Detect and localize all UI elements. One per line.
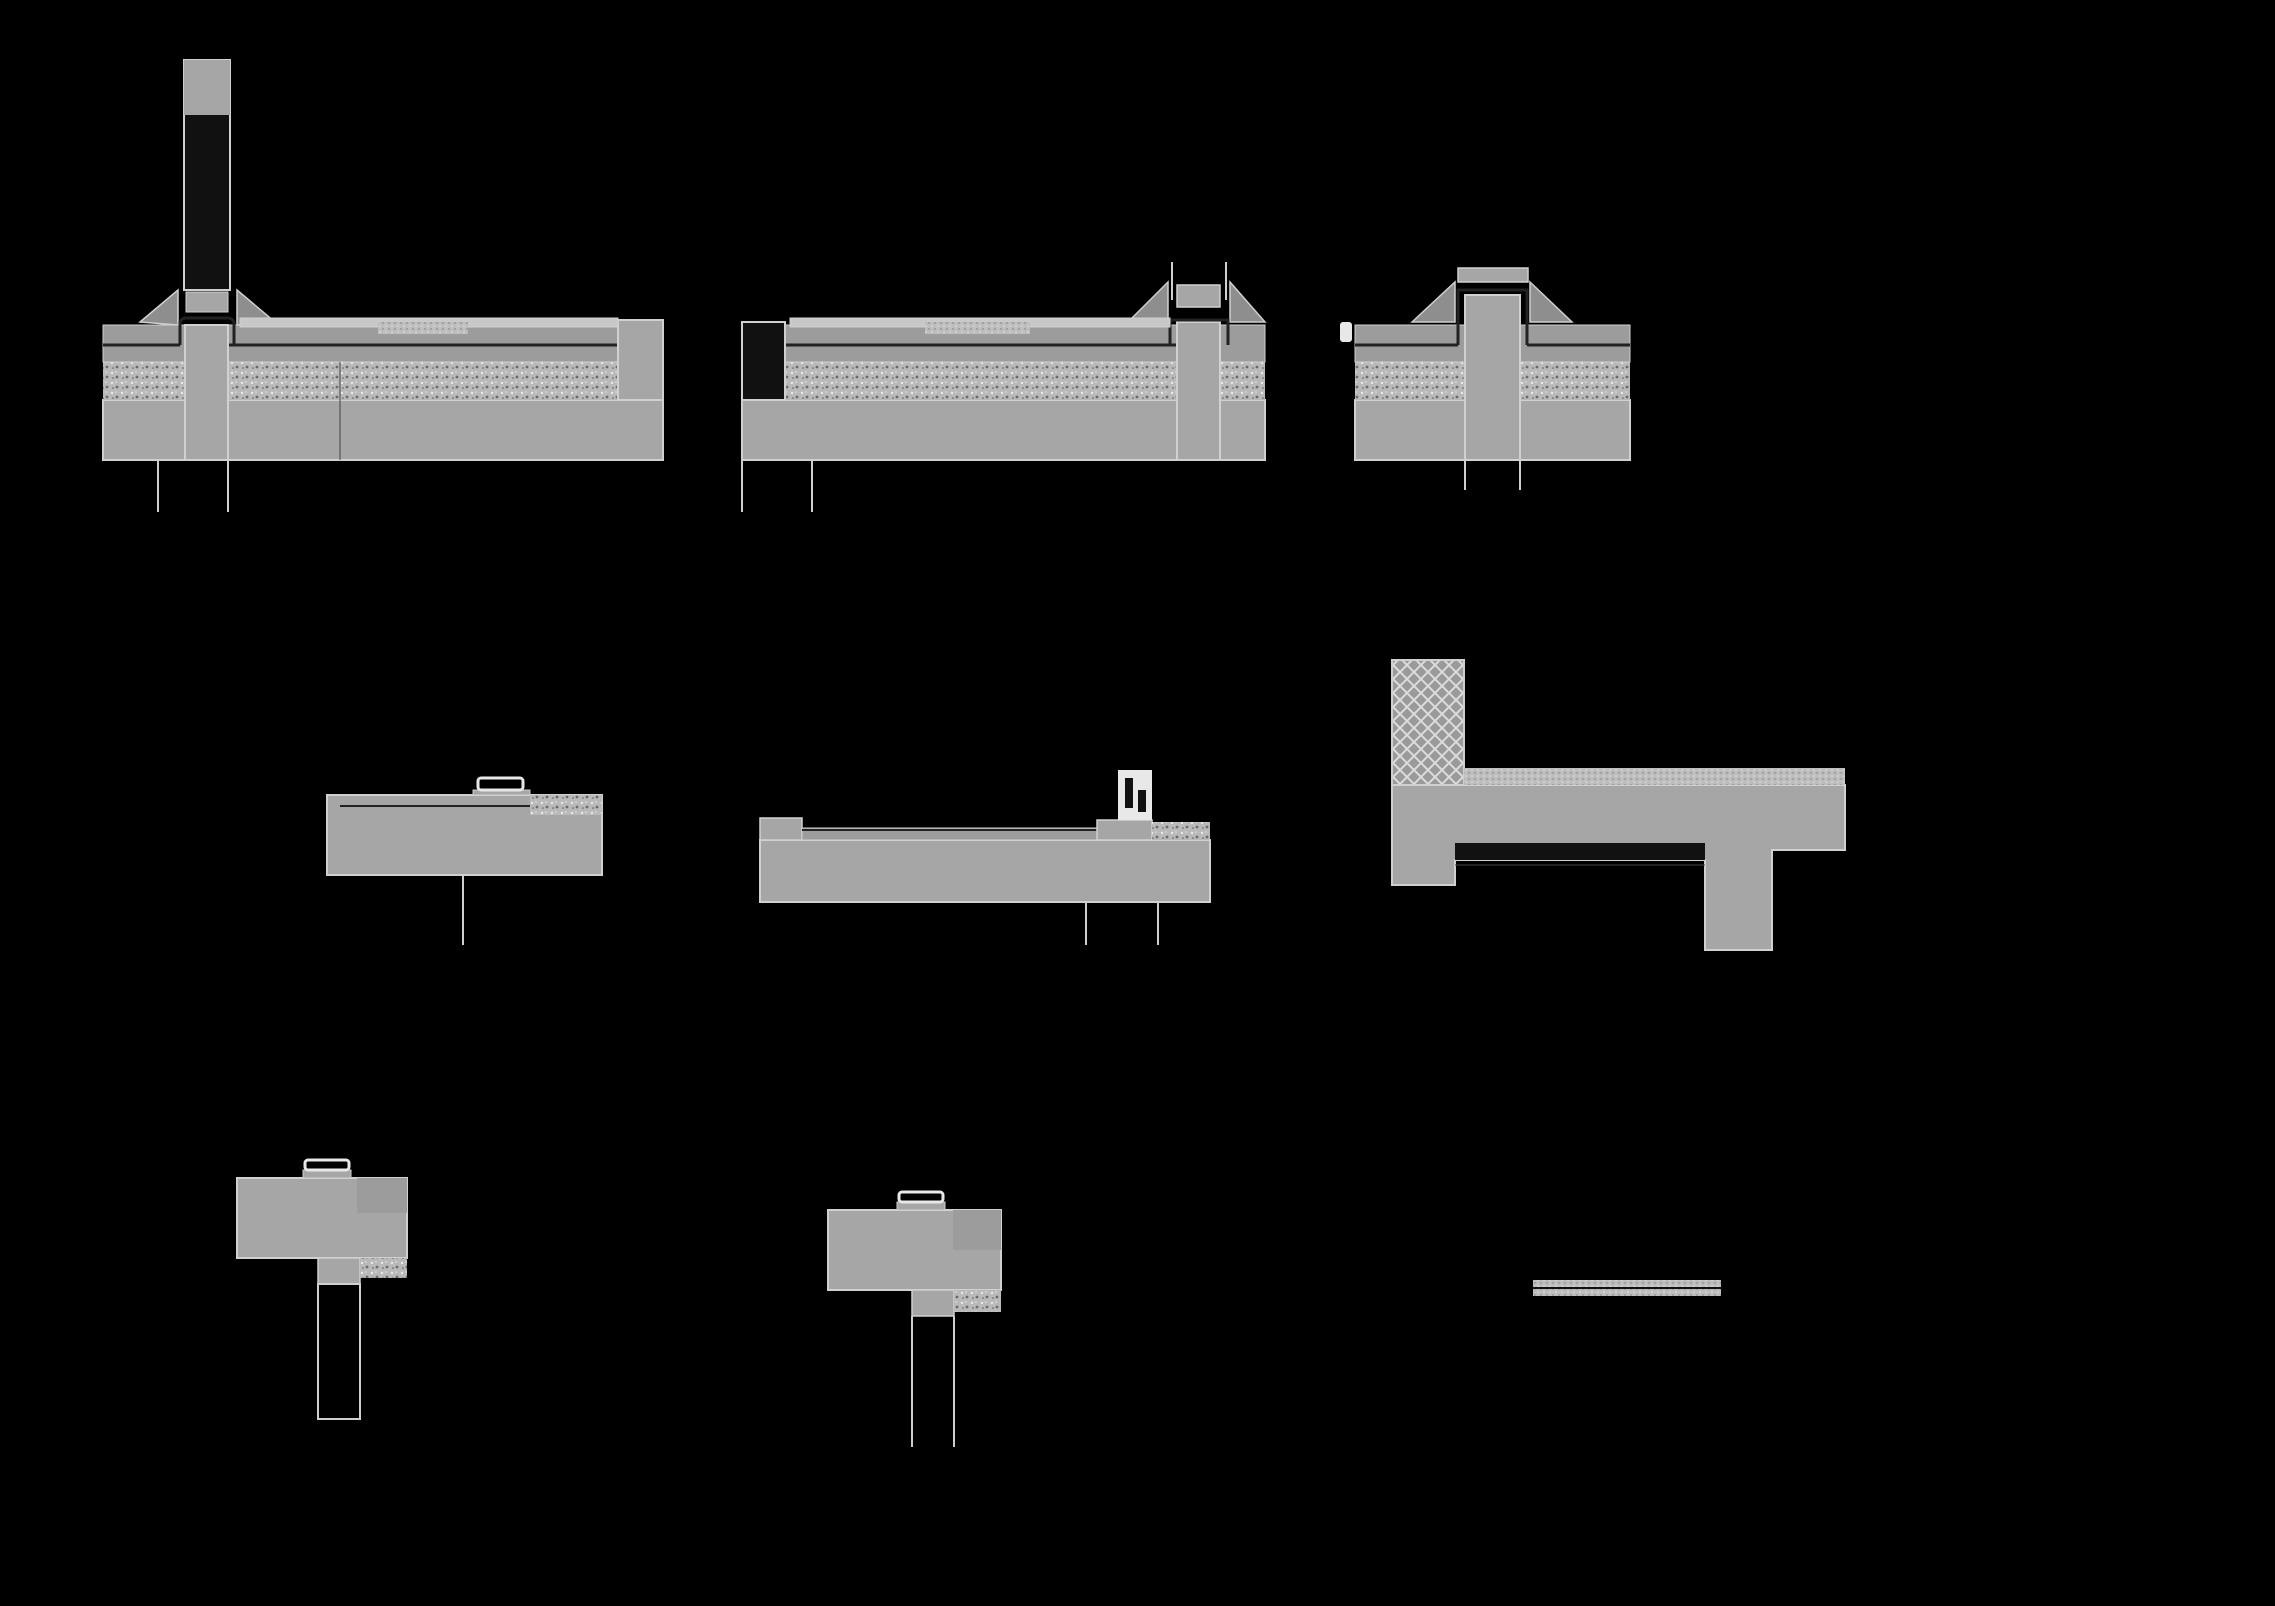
roof-vent-detail <box>1340 267 1631 490</box>
roof-upstand-detail <box>741 262 1267 512</box>
beam-column-detail-a <box>236 1158 408 1420</box>
slab-edge-handle-detail <box>326 776 603 945</box>
slab-edge-railing-detail <box>759 770 1211 945</box>
scale-bar <box>1533 1280 1721 1296</box>
roof-parapet-chimney-detail <box>102 59 664 512</box>
wall-slab-junction-detail <box>1391 659 1846 951</box>
beam-column-detail-b <box>827 1190 1002 1447</box>
